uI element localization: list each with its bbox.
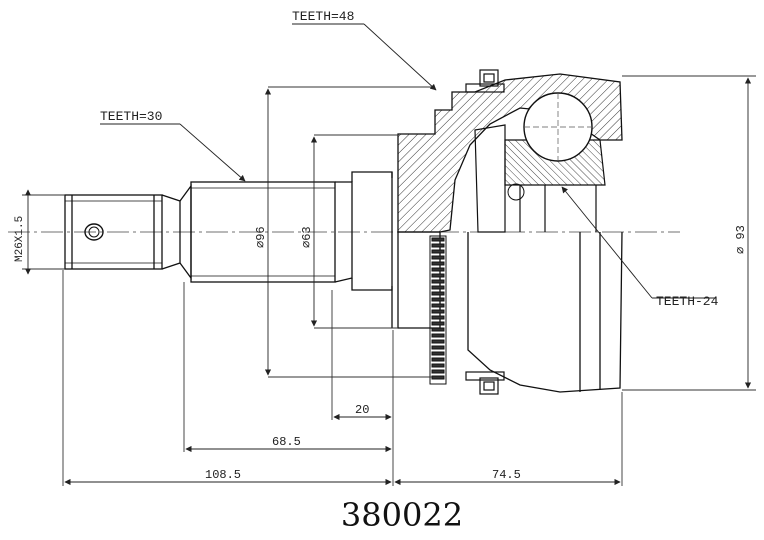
abs-ring-tooth [431,363,445,368]
thread-spec-label: M26X1.5 [14,216,26,262]
abs-ring-tooth [431,249,445,254]
threaded-end [64,184,192,280]
abs-ring-tooth [431,237,445,242]
dim-108-5-label: 108.5 [205,468,241,482]
part-number: 380022 [341,496,463,534]
extension-lines [22,75,756,486]
abs-ring-tooth [431,339,445,344]
abs-ring-tooth [431,285,445,290]
abs-ring-tooth [431,297,445,302]
abs-ring-tooth [431,327,445,332]
teeth-inner-label: TEETH-24 [656,294,719,309]
abs-ring-tooth [431,309,445,314]
shaft-collar [351,171,393,328]
dim-68-5-label: 68.5 [272,435,301,449]
abs-ring-tooth [431,351,445,356]
abs-ring-tooth [431,303,445,308]
boot-clamp-bottom [465,371,505,395]
abs-ring-tooth [431,243,445,248]
dim-74-5-label: 74.5 [492,468,521,482]
abs-ring-tooth [431,369,445,374]
abs-ring-tooth [431,315,445,320]
dimension-lines [24,77,752,486]
abs-ring-tooth [431,375,445,380]
abs-ring-tooth [431,267,445,272]
abs-ring-tooth [431,345,445,350]
abs-ring-tooth [431,273,445,278]
abs-ring-tooth [431,291,445,296]
boot-clamp-top [465,69,505,93]
leader-lines [100,23,716,299]
teeth-outer-label: TEETH=48 [292,9,354,24]
abs-ring-tooth [431,321,445,326]
diameter-63-label: ⌀63 [300,226,314,248]
abs-ring-tooth [431,279,445,284]
diameter-96-label: ⌀96 [254,226,268,248]
abs-ring-tooth [431,255,445,260]
abs-ring-tooth [431,261,445,266]
abs-ring [429,235,447,385]
abs-ring-tooth [431,357,445,362]
ball-bearing [507,92,593,201]
abs-ring-tooth [431,333,445,338]
teeth-shaft-label: TEETH=30 [100,109,162,124]
dim-20-label: 20 [355,403,369,417]
cotter-hole [84,223,104,241]
diameter-93-label: ⌀ 93 [734,225,748,254]
